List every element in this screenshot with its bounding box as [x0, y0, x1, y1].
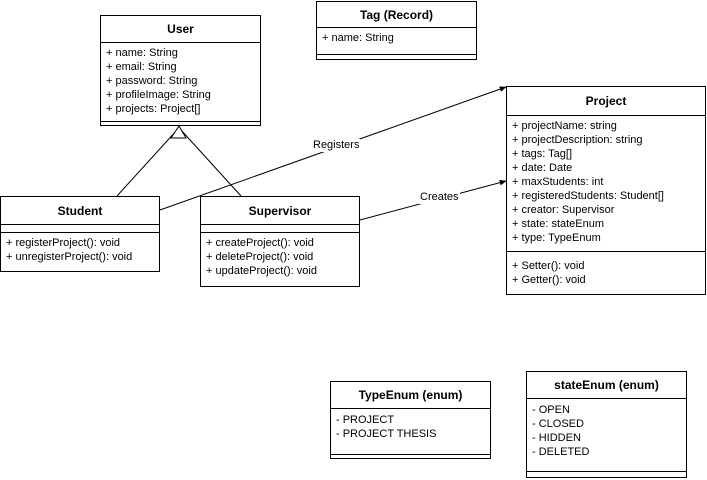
attribute: + date: Date: [512, 162, 573, 174]
attribute: + projectDescription: string: [512, 134, 643, 146]
attribute: + email: String: [106, 61, 177, 73]
attribute: + name: String: [106, 47, 178, 59]
class-supervisor: Supervisor + createProject(): void + del…: [200, 196, 360, 287]
class-supervisor-title: Supervisor: [201, 197, 359, 225]
attribute: + maxStudents: int: [512, 176, 604, 188]
inheritance-supervisor-user: [180, 129, 242, 197]
class-student-methods: + registerProject(): void + unregisterPr…: [1, 233, 159, 264]
class-user-divider: [101, 121, 260, 122]
enum-value: - PROJECT THESIS: [336, 428, 437, 440]
attribute: + creator: Supervisor: [512, 204, 615, 216]
inheritance-arrowhead: [170, 125, 187, 139]
attribute: + name: String: [322, 32, 394, 44]
attribute: + tags: Tag[]: [512, 148, 573, 160]
class-project-title: Project: [507, 87, 705, 116]
class-student: Student + registerProject(): void + unre…: [0, 196, 160, 272]
attribute: + profileImage: String: [106, 89, 211, 101]
method: + updateProject(): void: [206, 265, 317, 277]
enum-value: - HIDDEN: [532, 432, 581, 444]
method: + Setter(): void: [512, 260, 585, 272]
class-user: User + name: String + email: String + pa…: [100, 15, 261, 126]
creates-label: Creates: [419, 191, 460, 204]
attribute: + registeredStudents: Student[]: [512, 190, 664, 202]
class-student-divider: [1, 225, 159, 233]
class-supervisor-methods: + createProject(): void + deleteProject(…: [201, 233, 359, 278]
enum-value: - OPEN: [532, 404, 570, 416]
enum-type-values: - PROJECT - PROJECT THESIS: [331, 409, 490, 454]
enum-value: - CLOSED: [532, 418, 584, 430]
attribute: + projectName: string: [512, 120, 617, 132]
class-project-attributes: + projectName: string + projectDescripti…: [507, 116, 705, 252]
enum-value: - DELETED: [532, 446, 590, 458]
class-user-title: User: [101, 16, 260, 43]
class-tag-divider: [317, 54, 476, 55]
method: + registerProject(): void: [6, 237, 121, 249]
enum-value: - PROJECT: [336, 414, 395, 426]
enum-state-divider: [527, 471, 686, 472]
attribute: + projects: Project[]: [106, 103, 201, 115]
enum-type: TypeEnum (enum) - PROJECT - PROJECT THES…: [330, 381, 491, 459]
attribute: + state: stateEnum: [512, 218, 605, 230]
class-tag-attributes: + name: String: [317, 28, 476, 54]
class-student-title: Student: [1, 197, 159, 225]
class-tag-title: Tag (Record): [317, 2, 476, 28]
class-supervisor-divider: [201, 225, 359, 233]
enum-state: stateEnum (enum) - OPEN - CLOSED - HIDDE…: [526, 371, 687, 478]
enum-type-divider: [331, 454, 490, 455]
method: + unregisterProject(): void: [6, 251, 133, 263]
enum-type-title: TypeEnum (enum): [331, 382, 490, 409]
class-user-attributes: + name: String + email: String + passwor…: [101, 43, 260, 121]
method: + createProject(): void: [206, 237, 314, 249]
inheritance-student-user: [116, 129, 178, 197]
class-project-methods: + Setter(): void + Getter(): void: [507, 252, 705, 287]
registers-label: Registers: [312, 139, 361, 152]
attribute: + password: String: [106, 75, 198, 87]
method: + Getter(): void: [512, 274, 586, 286]
class-project: Project + projectName: string + projectD…: [506, 86, 706, 295]
enum-state-values: - OPEN - CLOSED - HIDDEN - DELETED: [527, 399, 686, 471]
attribute: + type: TypeEnum: [512, 232, 601, 244]
enum-state-title: stateEnum (enum): [527, 372, 686, 399]
class-tag: Tag (Record) + name: String: [316, 1, 477, 60]
method: + deleteProject(): void: [206, 251, 314, 263]
